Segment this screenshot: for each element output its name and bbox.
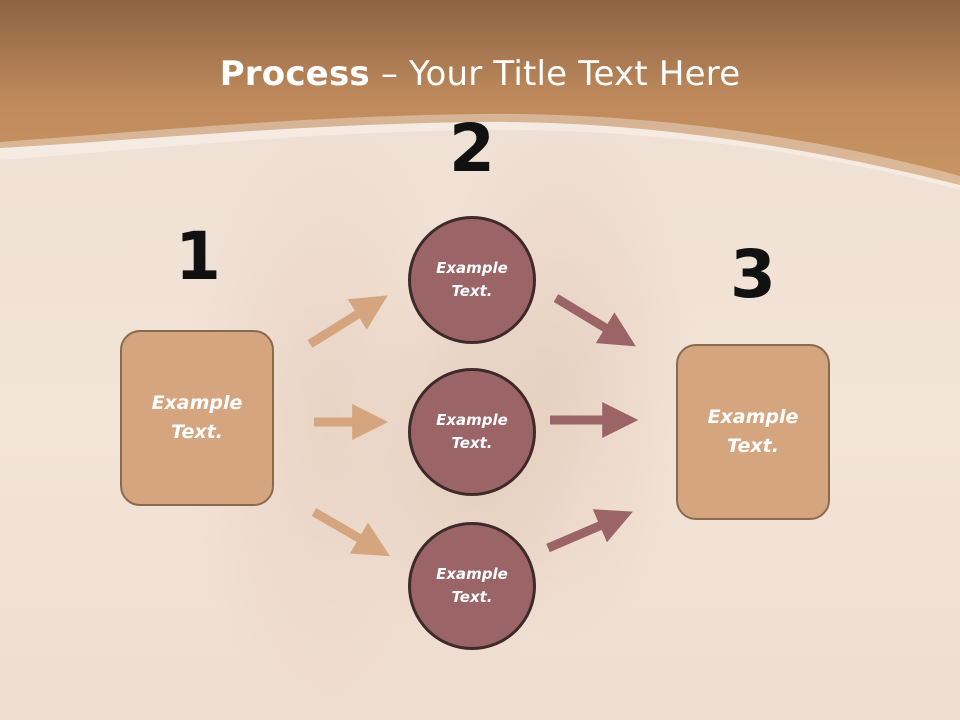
- bottom-circle-label: Example Text.: [436, 565, 508, 606]
- top-example-circle: Example Text.: [408, 216, 536, 344]
- title-bold: Process: [219, 54, 370, 94]
- left-example-box: Example Text.: [120, 330, 274, 506]
- middle-example-circle: Example Text.: [408, 368, 536, 496]
- right-example-box: Example Text.: [676, 344, 830, 520]
- arrow-left-to-bottom: [311, 508, 391, 557]
- arrow-top-to-right: [553, 294, 636, 347]
- top-circle-label: Example Text.: [436, 259, 508, 300]
- arrow-left-to-top: [307, 295, 388, 348]
- middle-circle-label: Example Text.: [436, 411, 508, 452]
- step-number-1: 1: [175, 218, 221, 295]
- right-box-label: Example Text.: [707, 406, 799, 457]
- left-box-label: Example Text.: [151, 392, 243, 443]
- arrow-bottom-to-right: [546, 509, 633, 553]
- bottom-example-circle: Example Text.: [408, 522, 536, 650]
- slide-title: Process – Your Title Text Here: [0, 52, 960, 96]
- step-number-3: 3: [730, 236, 776, 313]
- title-rest: – Your Title Text Here: [369, 54, 741, 94]
- header-band: [0, 0, 960, 190]
- step-number-2: 2: [449, 110, 495, 187]
